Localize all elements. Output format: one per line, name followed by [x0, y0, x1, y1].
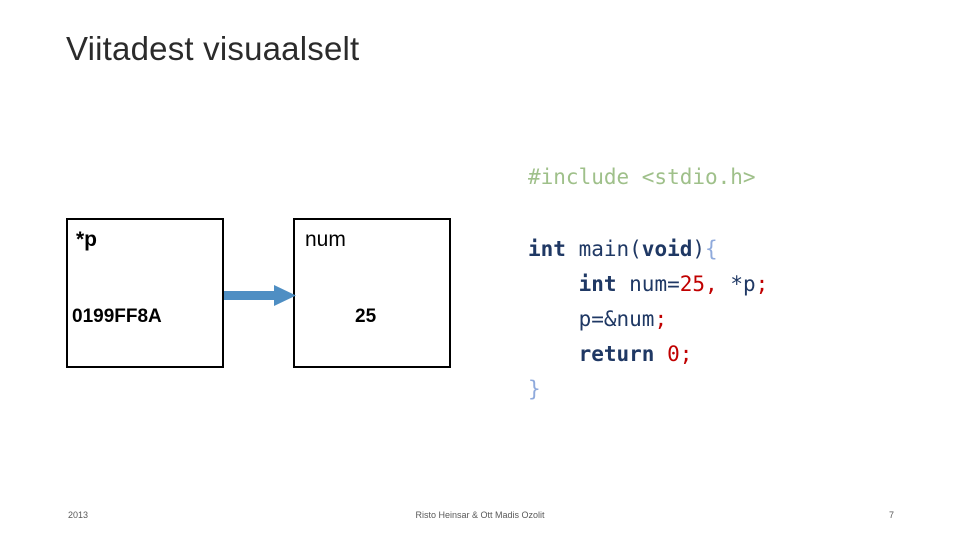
- code-text: [528, 272, 579, 296]
- code-include-line: #include <stdio.h>: [528, 165, 756, 189]
- pointer-box-label: *p: [76, 228, 97, 251]
- code-keyword-return: return: [578, 342, 655, 366]
- num-box-label: num: [305, 228, 346, 251]
- num-box-value: 25: [355, 306, 377, 327]
- code-text: num=: [616, 272, 680, 296]
- footer-authors: Risto Heinsar & Ott Madis Ozolit: [415, 510, 545, 520]
- code-keyword-void: void: [641, 237, 693, 261]
- code-brace-close: }: [528, 377, 541, 401]
- code-literal-0: 0;: [667, 342, 693, 366]
- code-text: *p: [717, 272, 756, 296]
- code-text: main(: [565, 237, 642, 261]
- code-keyword-int2: int: [578, 272, 617, 296]
- memory-box-num: [293, 218, 451, 368]
- pointer-box-value: 0199FF8A: [72, 306, 162, 327]
- memory-box-pointer: [66, 218, 224, 368]
- code-semicolon: ;: [755, 272, 769, 296]
- code-text: ): [692, 237, 706, 261]
- pointer-arrow-icon: [224, 285, 296, 306]
- code-text: [528, 342, 579, 366]
- code-semicolon: ;: [654, 307, 668, 331]
- code-block: int main(void){ int num=25, *p; p=&num; …: [528, 232, 768, 407]
- code-keyword-int: int: [528, 237, 566, 261]
- page-title: Viitadest visuaalselt: [66, 30, 360, 67]
- footer-page-number: 7: [888, 510, 894, 520]
- code-literal-25: 25,: [679, 272, 718, 296]
- code-text: p=&num: [528, 307, 655, 331]
- code-text: [654, 342, 667, 366]
- footer-date: 2013: [68, 510, 89, 520]
- code-brace-open: {: [705, 237, 718, 261]
